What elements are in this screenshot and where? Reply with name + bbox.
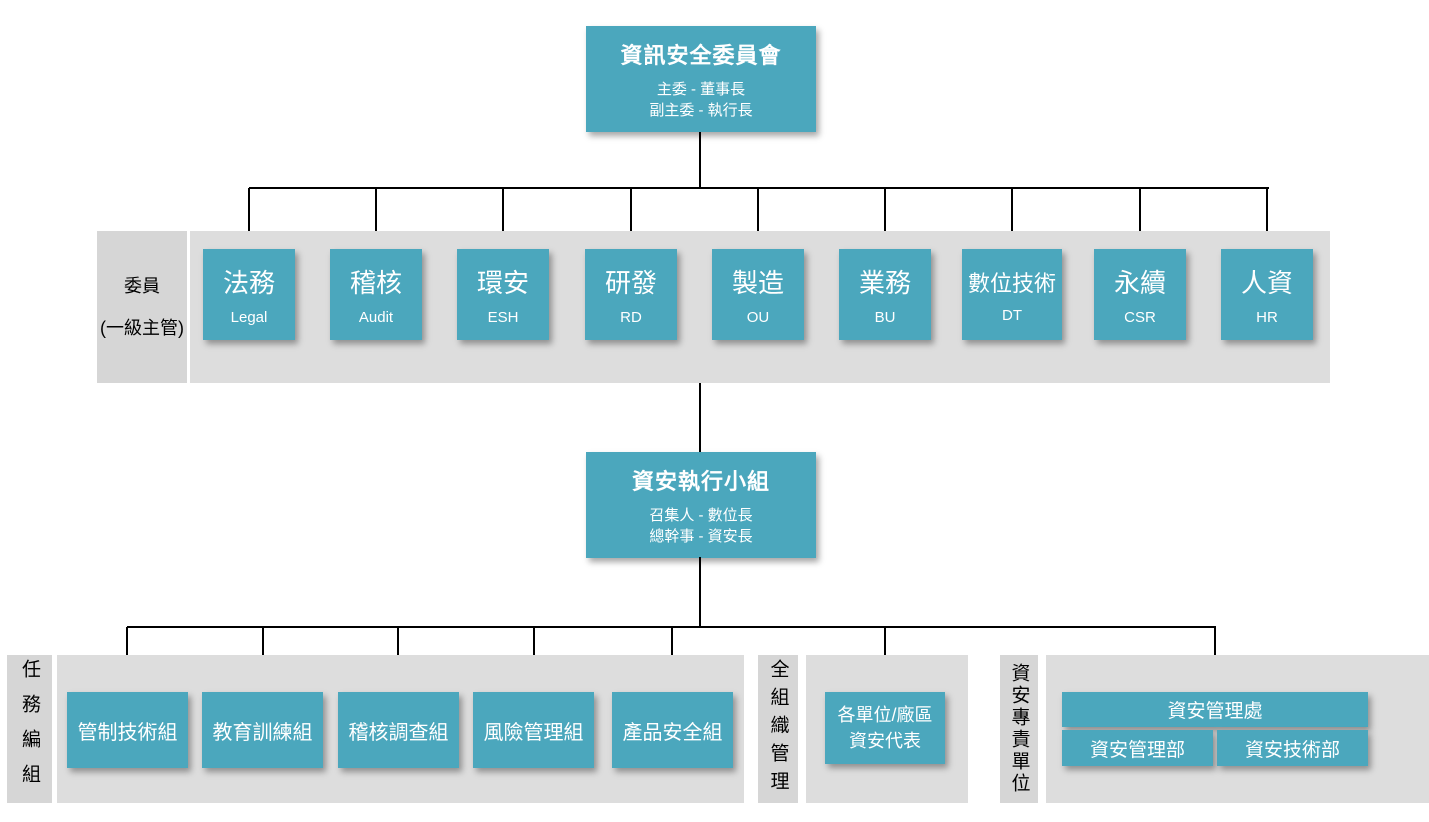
connector-line: [757, 188, 759, 250]
member-zh: 人資: [1240, 268, 1293, 298]
member-box-dt: 數位技術 DT: [962, 249, 1062, 340]
members-label-line2: (一級主管): [100, 318, 184, 338]
exec-team-convener: 召集人 - 數位長: [649, 506, 753, 524]
connector-line: [375, 188, 377, 250]
member-box-audit: 稽核 Audit: [330, 249, 422, 340]
connector-line: [1139, 188, 1141, 250]
member-en: RD: [620, 309, 642, 326]
exec-team-title: 資安執行小組: [631, 468, 770, 494]
connector-line: [1266, 188, 1268, 250]
member-zh: 稽核: [349, 268, 402, 298]
security-division-box: 資安管理處: [1062, 692, 1368, 727]
member-box-esh: 環安 ESH: [457, 249, 549, 340]
member-zh: 法務: [222, 268, 275, 298]
task-box-education: 教育訓練組: [202, 692, 323, 768]
member-box-ou: 製造 OU: [712, 249, 804, 340]
member-en: Legal: [230, 309, 268, 326]
connector-line: [502, 188, 504, 250]
member-zh: 製造: [731, 268, 784, 298]
member-box-csr: 永續 CSR: [1094, 249, 1186, 340]
org-band-label: 全組織管理: [758, 655, 798, 803]
member-zh: 環安: [476, 268, 529, 298]
task-band-label: 任務編組: [7, 655, 52, 803]
members-label-line1: 委員: [124, 275, 160, 296]
member-zh: 永續: [1113, 268, 1166, 298]
dedicated-band: [1046, 655, 1429, 803]
member-zh: 業務: [858, 268, 911, 298]
member-en: BU: [874, 309, 896, 326]
task-box-risk-mgmt: 風險管理組: [473, 692, 594, 768]
connector-line: [248, 188, 250, 250]
member-zh: 研發: [604, 268, 657, 298]
rep-line2: 資安代表: [849, 731, 921, 751]
member-box-bu: 業務 BU: [839, 249, 931, 340]
committee-title: 資訊安全委員會: [620, 42, 782, 68]
members-band-label: 委員 (一級主管): [97, 231, 187, 383]
committee-chair: 主委 - 董事長: [656, 80, 746, 98]
dedicated-band-label: 資安專責單位: [1000, 655, 1038, 803]
exec-team-secretary: 總幹事 - 資安長: [649, 527, 753, 545]
connector-line: [249, 187, 1269, 189]
security-tech-dept-box: 資安技術部: [1217, 730, 1368, 766]
security-mgmt-dept-box: 資安管理部: [1062, 730, 1213, 766]
member-zh: 數位技術: [967, 270, 1056, 296]
task-box-control-tech: 管制技術組: [67, 692, 188, 768]
task-box-product-safety: 產品安全組: [612, 692, 733, 768]
member-box-legal: 法務 Legal: [203, 249, 295, 340]
connector-line: [630, 188, 632, 250]
rep-line1: 各單位/廠區: [837, 704, 933, 725]
member-en: HR: [1256, 309, 1278, 326]
connector-line: [884, 188, 886, 250]
member-en: DT: [1002, 306, 1022, 324]
member-en: Audit: [358, 309, 394, 326]
member-en: OU: [746, 309, 770, 326]
member-en: ESH: [487, 309, 519, 326]
connector-line: [699, 557, 701, 627]
task-box-audit-invest: 稽核調查組: [338, 692, 459, 768]
exec-team-box: 資安執行小組 召集人 - 數位長 總幹事 - 資安長: [586, 452, 816, 558]
member-box-hr: 人資 HR: [1221, 249, 1313, 340]
member-box-rd: 研發 RD: [585, 249, 677, 340]
connector-line: [699, 132, 701, 189]
security-rep-box: 各單位/廠區 資安代表: [825, 692, 945, 764]
committee-box: 資訊安全委員會 主委 - 董事長 副主委 - 執行長: [586, 26, 816, 132]
committee-vice-chair: 副主委 - 執行長: [649, 101, 753, 119]
connector-line: [699, 383, 701, 453]
connector-line: [1011, 188, 1013, 250]
member-en: CSR: [1124, 309, 1156, 326]
